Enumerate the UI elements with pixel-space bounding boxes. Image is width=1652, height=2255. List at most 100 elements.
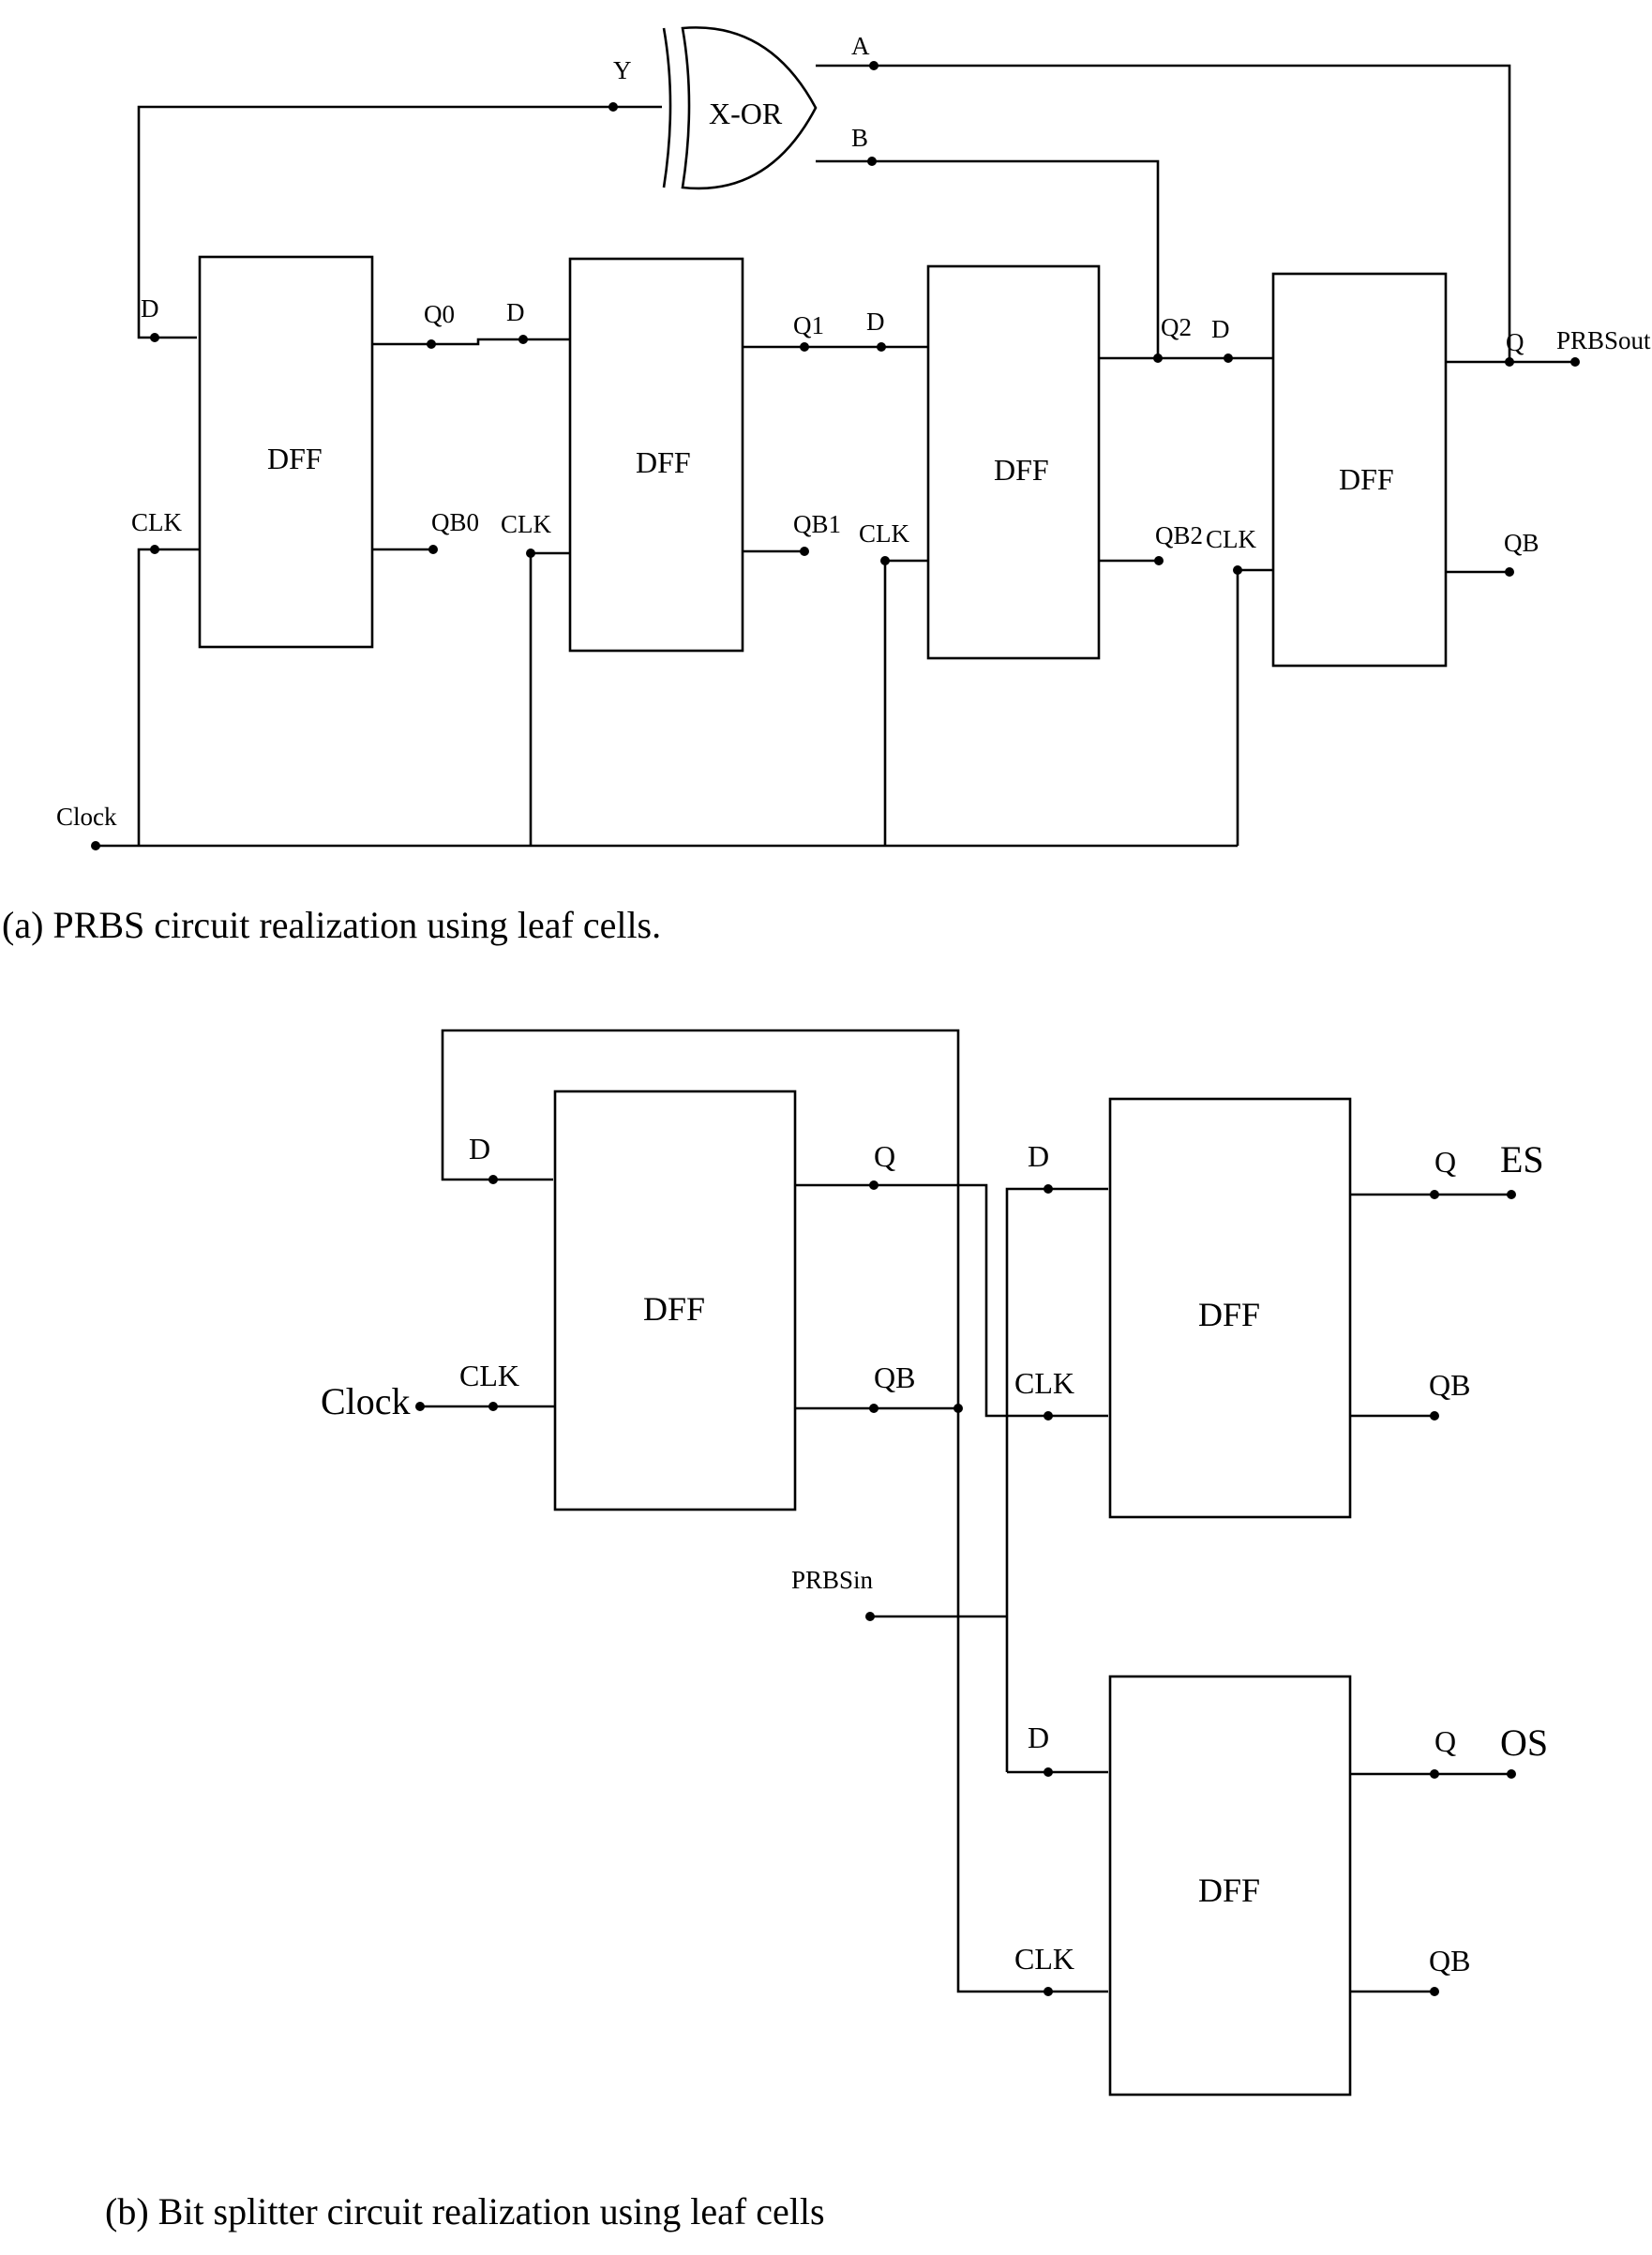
clock-label: Clock bbox=[56, 803, 117, 831]
bs-d2-dot bbox=[1044, 1767, 1053, 1777]
clk0-dot bbox=[150, 545, 159, 554]
bs-clk2-dot bbox=[1044, 1987, 1053, 1996]
xor-input-b-label: B bbox=[851, 124, 868, 152]
clock-terminal bbox=[91, 841, 100, 850]
clk2-dot bbox=[880, 556, 890, 565]
bs-dff2-qb-label: QB bbox=[1429, 1944, 1470, 1977]
bs-dff1-clk-label: CLK bbox=[1014, 1366, 1074, 1400]
q0-dot bbox=[427, 339, 436, 349]
prbs-dff-1: DFF D CLK Q1 QB1 bbox=[501, 257, 841, 653]
qb0-dot bbox=[428, 545, 438, 554]
bs-clock-terminal bbox=[415, 1402, 425, 1411]
dff3-d-label: D bbox=[1211, 315, 1230, 343]
bs-dff0-qb-label: QB bbox=[874, 1361, 915, 1394]
d3-dot bbox=[1224, 353, 1233, 363]
d2-dot bbox=[877, 342, 886, 352]
prbs-dff-2-label: DFF bbox=[994, 453, 1049, 487]
bs-clock-label: Clock bbox=[321, 1380, 411, 1422]
bs-d1-dot bbox=[1044, 1184, 1053, 1194]
prbs-in-terminal bbox=[865, 1612, 875, 1621]
bs-dff0-d-label: D bbox=[469, 1132, 490, 1165]
bs-dff-1: DFF D CLK Q QB bbox=[1014, 1097, 1470, 1519]
bs-dff-0: DFF CLK Q QB bbox=[459, 1090, 915, 1511]
xor-gate-label: X-OR bbox=[709, 97, 783, 130]
q2-dot bbox=[1153, 353, 1163, 363]
dff2-q-label: Q2 bbox=[1161, 313, 1192, 341]
bs-dff1-q-label: Q bbox=[1434, 1145, 1456, 1179]
xor-gate: X-OR bbox=[662, 26, 818, 190]
caption-b: (b) Bit splitter circuit realization usi… bbox=[105, 2190, 825, 2232]
q0-wire bbox=[372, 338, 570, 346]
os-label: OS bbox=[1500, 1721, 1548, 1764]
bs-dff1-qb-label: QB bbox=[1429, 1368, 1470, 1402]
dff3-q-label: Q bbox=[1506, 328, 1524, 356]
dff2-qb-label: QB2 bbox=[1155, 521, 1203, 549]
clk1-wire bbox=[529, 551, 570, 846]
dff0-q-label: Q0 bbox=[424, 300, 455, 328]
prbs-in-even-d-wire bbox=[1005, 1187, 1108, 1772]
clk0-wire bbox=[137, 548, 200, 846]
bs-dff-2: DFF D CLK Q QB bbox=[1014, 1675, 1470, 2097]
dff0-clk-label: CLK bbox=[131, 508, 183, 536]
bs-dff-1-label: DFF bbox=[1198, 1296, 1260, 1333]
bs-dff2-q-label: Q bbox=[1434, 1724, 1456, 1758]
prbs-out-label: PRBSout bbox=[1556, 326, 1651, 354]
bs-dff1-d-label: D bbox=[1028, 1139, 1049, 1173]
bs-dff0-clk-label: CLK bbox=[459, 1359, 519, 1392]
feedback-wire-y bbox=[137, 105, 662, 339]
prbs-circuit: X-OR Y A B D DFF CLK Q0 QB0 DFF D CLK Q1… bbox=[2, 26, 1651, 946]
xor-output-label: Y bbox=[613, 56, 632, 84]
bs-q1-dot bbox=[1430, 1190, 1439, 1199]
prbs-in-label: PRBSin bbox=[791, 1566, 874, 1594]
bs-q0-dot bbox=[869, 1180, 879, 1190]
caption-a: (a) PRBS circuit realization using leaf … bbox=[2, 904, 661, 946]
prbs-dff-3: DFF D CLK Q QB bbox=[1206, 272, 1539, 668]
dff1-q-label: Q1 bbox=[793, 311, 824, 339]
d0-dot bbox=[150, 333, 159, 342]
bs-dff2-d-label: D bbox=[1028, 1721, 1049, 1754]
prbs-dff-3-label: DFF bbox=[1339, 462, 1394, 496]
bs-qb2-dot bbox=[1430, 1987, 1439, 1996]
qb2-dot bbox=[1154, 556, 1164, 565]
bit-splitter-circuit: D DFF CLK Q QB Clock PRBSin bbox=[105, 1029, 1548, 2232]
xor-input-a-label: A bbox=[851, 32, 870, 60]
q1-dot bbox=[800, 342, 809, 352]
d1-dot bbox=[518, 335, 528, 344]
dff0-qb-label: QB0 bbox=[431, 508, 479, 536]
bs-qb0-dot bbox=[869, 1404, 879, 1413]
bs-dff-2-label: DFF bbox=[1198, 1872, 1260, 1909]
q3-dot bbox=[1505, 357, 1514, 367]
bs-qb1-dot bbox=[1430, 1411, 1439, 1421]
qb-to-odd-clk-wire bbox=[956, 1408, 1108, 1993]
qb3-dot bbox=[1505, 567, 1514, 577]
os-terminal bbox=[1507, 1769, 1516, 1779]
clk2-wire bbox=[883, 559, 928, 846]
a-dot bbox=[869, 61, 879, 70]
prbs-dff-0: DFF CLK Q0 QB0 bbox=[131, 255, 479, 649]
dff1-clk-label: CLK bbox=[501, 510, 552, 538]
dff1-d-label: D bbox=[506, 298, 525, 326]
es-label: ES bbox=[1500, 1138, 1544, 1180]
dff3-qb-label: QB bbox=[1504, 529, 1539, 557]
prbs-dff-1-label: DFF bbox=[636, 445, 691, 479]
qb1-dot bbox=[800, 547, 809, 556]
prbs-dff-2: DFF D CLK Q2 QB2 bbox=[859, 264, 1203, 660]
feedback-wire-a bbox=[816, 64, 1511, 362]
bs-dff-0-label: DFF bbox=[643, 1290, 705, 1328]
y-dot bbox=[608, 102, 618, 112]
es-terminal bbox=[1507, 1190, 1516, 1199]
prbs-out-terminal bbox=[1570, 357, 1580, 367]
dff1-qb-label: QB1 bbox=[793, 510, 841, 538]
dff3-clk-label: CLK bbox=[1206, 525, 1257, 553]
dff0-d-label: D bbox=[141, 294, 159, 323]
bs-clk1-dot bbox=[1044, 1411, 1053, 1421]
bs-clk0-dot bbox=[488, 1402, 498, 1411]
bs-d0-dot bbox=[488, 1175, 498, 1184]
dff2-d-label: D bbox=[866, 308, 885, 336]
clk1-dot bbox=[526, 549, 535, 558]
dff2-clk-label: CLK bbox=[859, 519, 910, 548]
clk3-wire bbox=[1236, 568, 1273, 846]
feedback-wire-b bbox=[816, 159, 1160, 358]
bs-q2-dot bbox=[1430, 1769, 1439, 1779]
